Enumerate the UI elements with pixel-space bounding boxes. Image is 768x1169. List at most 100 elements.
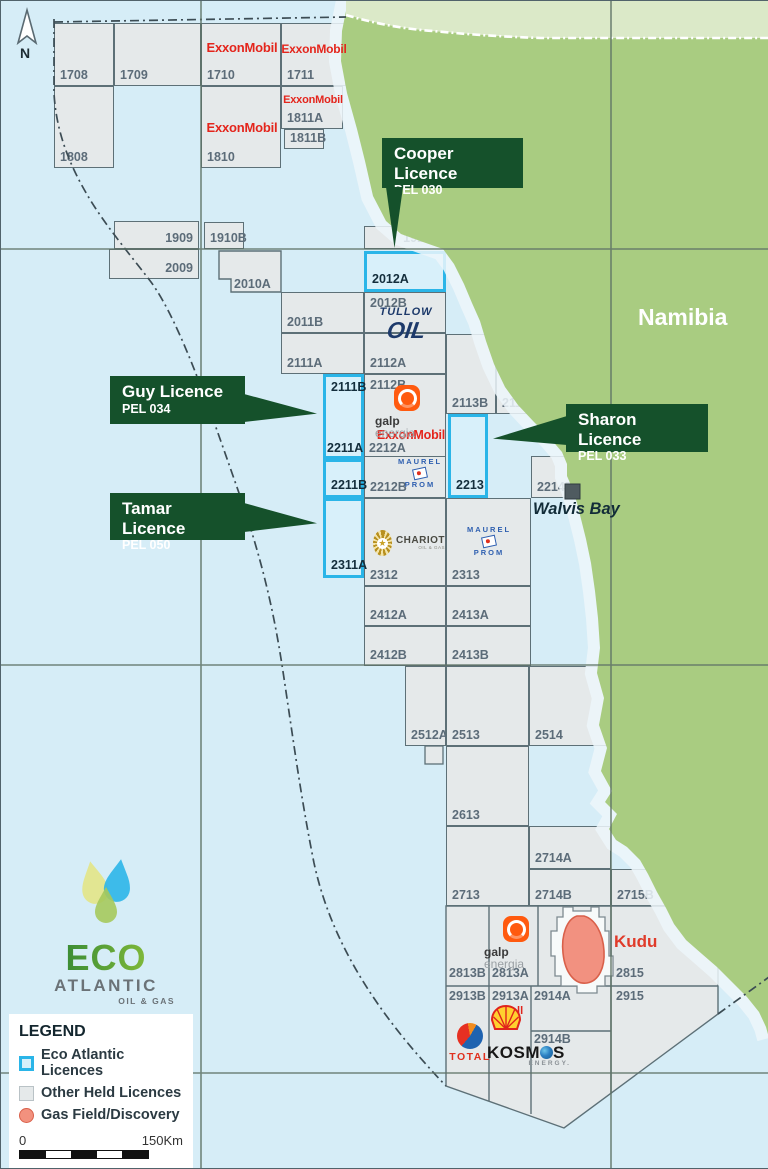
block-2413B: 2413B xyxy=(446,626,531,666)
callout-tamar-pointer xyxy=(244,503,317,532)
block-label-2714A: 2714A xyxy=(535,850,572,865)
block-label-2111A: 2111A xyxy=(287,355,323,370)
block-2111A: 2111A xyxy=(281,333,364,374)
exxonmobil-wordmark: ExxonMobil xyxy=(206,120,278,135)
maurel-flag-icon xyxy=(412,466,428,480)
shell-pecten-icon xyxy=(490,1005,522,1030)
tullow-oil-wordmark: OIL xyxy=(385,317,428,343)
block-2113A: 2113A xyxy=(496,334,538,414)
galp-bold: galp xyxy=(375,414,400,428)
block-label-2009: 2009 xyxy=(165,260,193,275)
block-label-1709: 1709 xyxy=(120,67,148,82)
block-label-2815: 2815 xyxy=(616,966,644,980)
galp-bold: galp xyxy=(484,945,509,959)
kosmos-globe-icon xyxy=(540,1046,553,1059)
callout-subtitle: PEL 030 xyxy=(394,183,443,198)
callout-subtitle: PEL 050 xyxy=(122,538,171,553)
block-label-2813B: 2813B xyxy=(449,966,486,980)
eco-atlantic-logo: ECO ATLANTIC OIL & GAS xyxy=(31,857,181,1006)
exxonmobil-wordmark: ExxonMobil xyxy=(206,40,278,55)
exxonmobil-logo: ExxonMobil xyxy=(205,41,279,54)
block-2213: 2213 xyxy=(448,414,488,498)
kosmos-wordmark-right: S xyxy=(553,1043,565,1062)
total-logo: TOTAL xyxy=(449,1023,491,1063)
block-label-1811A: 1811A xyxy=(287,110,324,125)
north-arrow-icon xyxy=(16,6,38,46)
block-2715B: 2715B xyxy=(611,869,673,906)
block-2714A: 2714A xyxy=(529,826,611,869)
legend-item-label: Other Held Licences xyxy=(41,1085,182,1101)
exxonmobil-wordmark: ExxonMobil xyxy=(283,94,343,106)
offshore-border-dashed-top xyxy=(53,16,347,23)
callout-subtitle: PEL 034 xyxy=(122,401,171,416)
total-wordmark: TOTAL xyxy=(449,1051,491,1063)
chariot-sunburst-icon: ★ xyxy=(373,530,392,556)
block-label-1711: 1711 xyxy=(287,67,315,82)
maurel-flag-icon xyxy=(481,534,497,548)
maurel-wordmark: MAUREL xyxy=(397,457,443,466)
block-label-2113A: 2113A xyxy=(502,395,539,410)
shell-logo: Shell xyxy=(490,1005,530,1030)
block-label-2613: 2613 xyxy=(452,807,480,822)
block-label-2011B: 2011B xyxy=(287,314,324,329)
other-swatch-icon xyxy=(19,1085,34,1101)
scale-start-label: 0 xyxy=(19,1133,27,1148)
block-2113B: 2113B xyxy=(446,334,496,414)
kudu-field-label: Kudu xyxy=(614,932,658,951)
block-1912A: 1912A xyxy=(364,226,446,249)
block-label-2914A: 2914A xyxy=(534,989,571,1003)
gas-swatch-icon xyxy=(19,1107,34,1123)
block-label-2412A: 2412A xyxy=(370,607,407,622)
exxonmobil-logo: ExxonMobil xyxy=(205,121,279,134)
block-label-2913B: 2913B xyxy=(449,989,486,1003)
country-border-dashed xyxy=(345,13,768,40)
block-2009: 2009 xyxy=(109,249,199,279)
block-label-2413B: 2413B xyxy=(452,647,489,662)
exxonmobil-wordmark: ExxonMobil xyxy=(281,42,347,56)
block-2512A: 2512A xyxy=(405,666,448,746)
block-label-1810: 1810 xyxy=(207,149,235,164)
block-1909: 1909 xyxy=(114,221,199,249)
prom-wordmark: PROM xyxy=(473,547,505,557)
country-label: Namibia xyxy=(638,304,728,330)
block-label-2311A: 2311A xyxy=(331,557,368,572)
block-label-2312: 2312 xyxy=(370,567,398,582)
callout-title: Guy Licence xyxy=(122,382,224,401)
scale-end-label: 150Km xyxy=(141,1133,183,1148)
walvis-bay-label: Walvis Bay xyxy=(533,500,620,518)
block-label-2512A: 2512A xyxy=(411,727,448,742)
block-label-2313: 2313 xyxy=(452,567,480,582)
block-1811A: 1811A xyxy=(281,86,343,129)
callout-title: Tamar Licence xyxy=(122,499,186,538)
galp-ring-glyph xyxy=(506,919,526,939)
scale-bar-segments xyxy=(19,1150,149,1159)
block-label-1708: 1708 xyxy=(60,67,88,82)
callout-title: Cooper Licence xyxy=(394,144,458,183)
maurel-wordmark: MAUREL xyxy=(466,525,512,534)
block-2412B: 2412B xyxy=(364,626,446,666)
block-label-1710: 1710 xyxy=(207,67,235,82)
block-1708: 1708 xyxy=(54,23,114,86)
block-2413A: 2413A xyxy=(446,586,531,626)
block-label-1909: 1909 xyxy=(165,230,193,245)
legend-item-gas: Gas Field/Discovery xyxy=(19,1107,183,1123)
block-2512A-notch xyxy=(424,745,444,765)
brand-name-eco: ECO xyxy=(31,940,181,976)
block-label-2413A: 2413A xyxy=(452,607,489,622)
block-2211B: 2211B xyxy=(323,459,367,498)
block-1808: 1808 xyxy=(54,86,114,168)
legend-item-other: Other Held Licences xyxy=(19,1085,183,1101)
chariot-oilgas: OIL & GAS xyxy=(418,544,445,550)
block-label-2214B: 2214B xyxy=(537,479,574,494)
block-label-2913A: 2913A xyxy=(492,989,529,1003)
block-label-2211A: 2211A xyxy=(327,441,364,455)
block-label-2012A: 2012A xyxy=(372,271,409,286)
block-label-2113B: 2113B xyxy=(452,395,489,410)
